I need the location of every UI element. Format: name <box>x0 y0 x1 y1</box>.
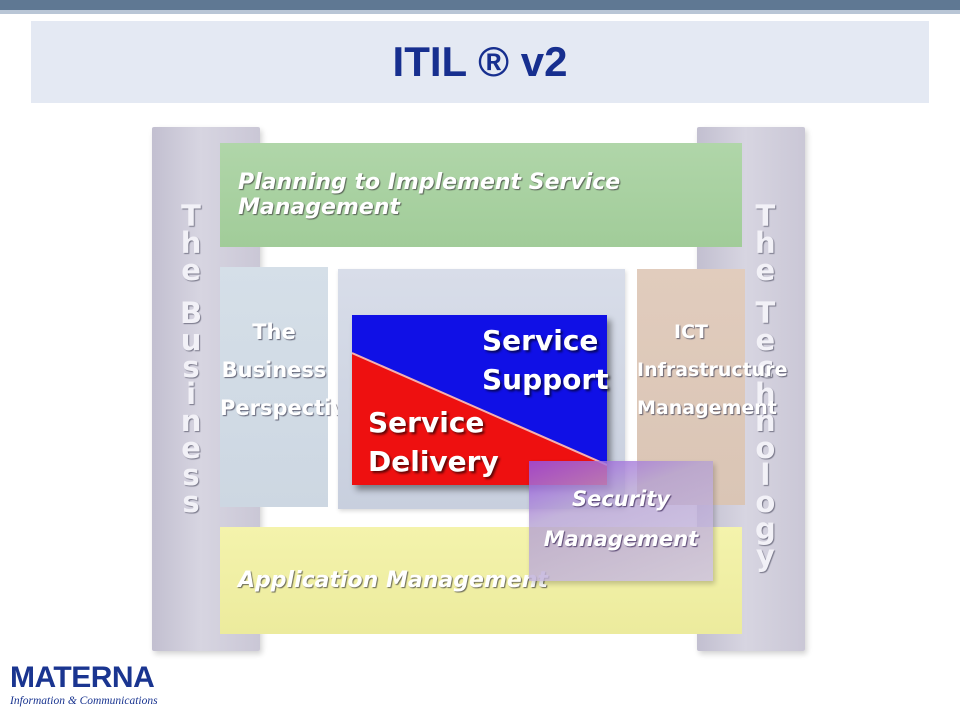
service-delivery-area <box>352 353 607 485</box>
letter: h <box>180 226 202 260</box>
security-line: Security <box>571 487 671 511</box>
letter: h <box>755 377 776 411</box>
service-support-label: Service Support <box>482 321 609 399</box>
business-perspective-line: Perspective <box>220 396 360 420</box>
the-technology-label: T h e T e c h n o l o g y <box>755 199 776 573</box>
service-delivery-line: Service <box>368 406 485 439</box>
service-support-line: Support <box>482 363 609 396</box>
application-management-label: Application Management <box>238 568 548 593</box>
letter: s <box>182 350 200 384</box>
letter: u <box>180 323 202 357</box>
business-perspective-line: Business <box>221 358 327 382</box>
service-core-graphic <box>352 315 607 485</box>
letter: o <box>755 431 776 465</box>
slide-title: ITIL ® v2 <box>392 38 568 85</box>
service-core: Service Support Service Delivery <box>352 315 609 485</box>
divider-line <box>352 352 607 466</box>
letter: n <box>755 404 776 438</box>
security-line: Management <box>543 527 699 551</box>
top-stripe-light <box>0 10 960 14</box>
letter: c <box>756 350 774 384</box>
itil-diagram: T h e B u s i n e s s T h e T e c h n o … <box>152 127 807 655</box>
letter: o <box>755 485 776 519</box>
security-management-box: Security Management <box>529 461 713 581</box>
ict-line: Management <box>637 397 777 419</box>
top-stripe-dark <box>0 0 960 10</box>
letter: y <box>755 539 775 573</box>
letter: B <box>180 296 203 330</box>
letter: T <box>181 199 201 233</box>
service-delivery-line: Delivery <box>368 445 499 478</box>
the-business-label: T h e B u s i n e s s <box>180 199 203 519</box>
logo-tagline: Information & Communications <box>10 695 158 707</box>
logo-name: MATERNA <box>10 661 155 694</box>
letter: e <box>755 253 776 287</box>
letter: l <box>760 458 771 492</box>
letter: T <box>755 296 776 330</box>
letter: n <box>180 404 202 438</box>
letter: s <box>182 485 200 519</box>
service-support-line: Service <box>482 324 599 357</box>
letter: s <box>182 458 200 492</box>
ict-line: ICT <box>674 321 708 343</box>
letter: e <box>181 253 201 287</box>
planning-band: Planning to Implement Service Management <box>220 143 742 247</box>
letter: T <box>755 199 776 233</box>
title-bar: ITIL ® v2 <box>31 21 929 103</box>
letter: i <box>186 377 197 411</box>
business-perspective-panel: The Business Perspective <box>220 267 360 507</box>
letter: h <box>755 226 776 260</box>
letter: g <box>755 512 776 546</box>
service-delivery-label: Service Delivery <box>368 403 499 481</box>
planning-label: Planning to Implement Service Management <box>238 170 621 220</box>
letter: e <box>181 431 201 465</box>
materna-logo: MATERNA Information & Communications <box>10 662 158 708</box>
business-perspective-line: The <box>252 320 296 344</box>
ict-line: Infrastructure <box>637 359 788 381</box>
letter: e <box>755 323 776 357</box>
